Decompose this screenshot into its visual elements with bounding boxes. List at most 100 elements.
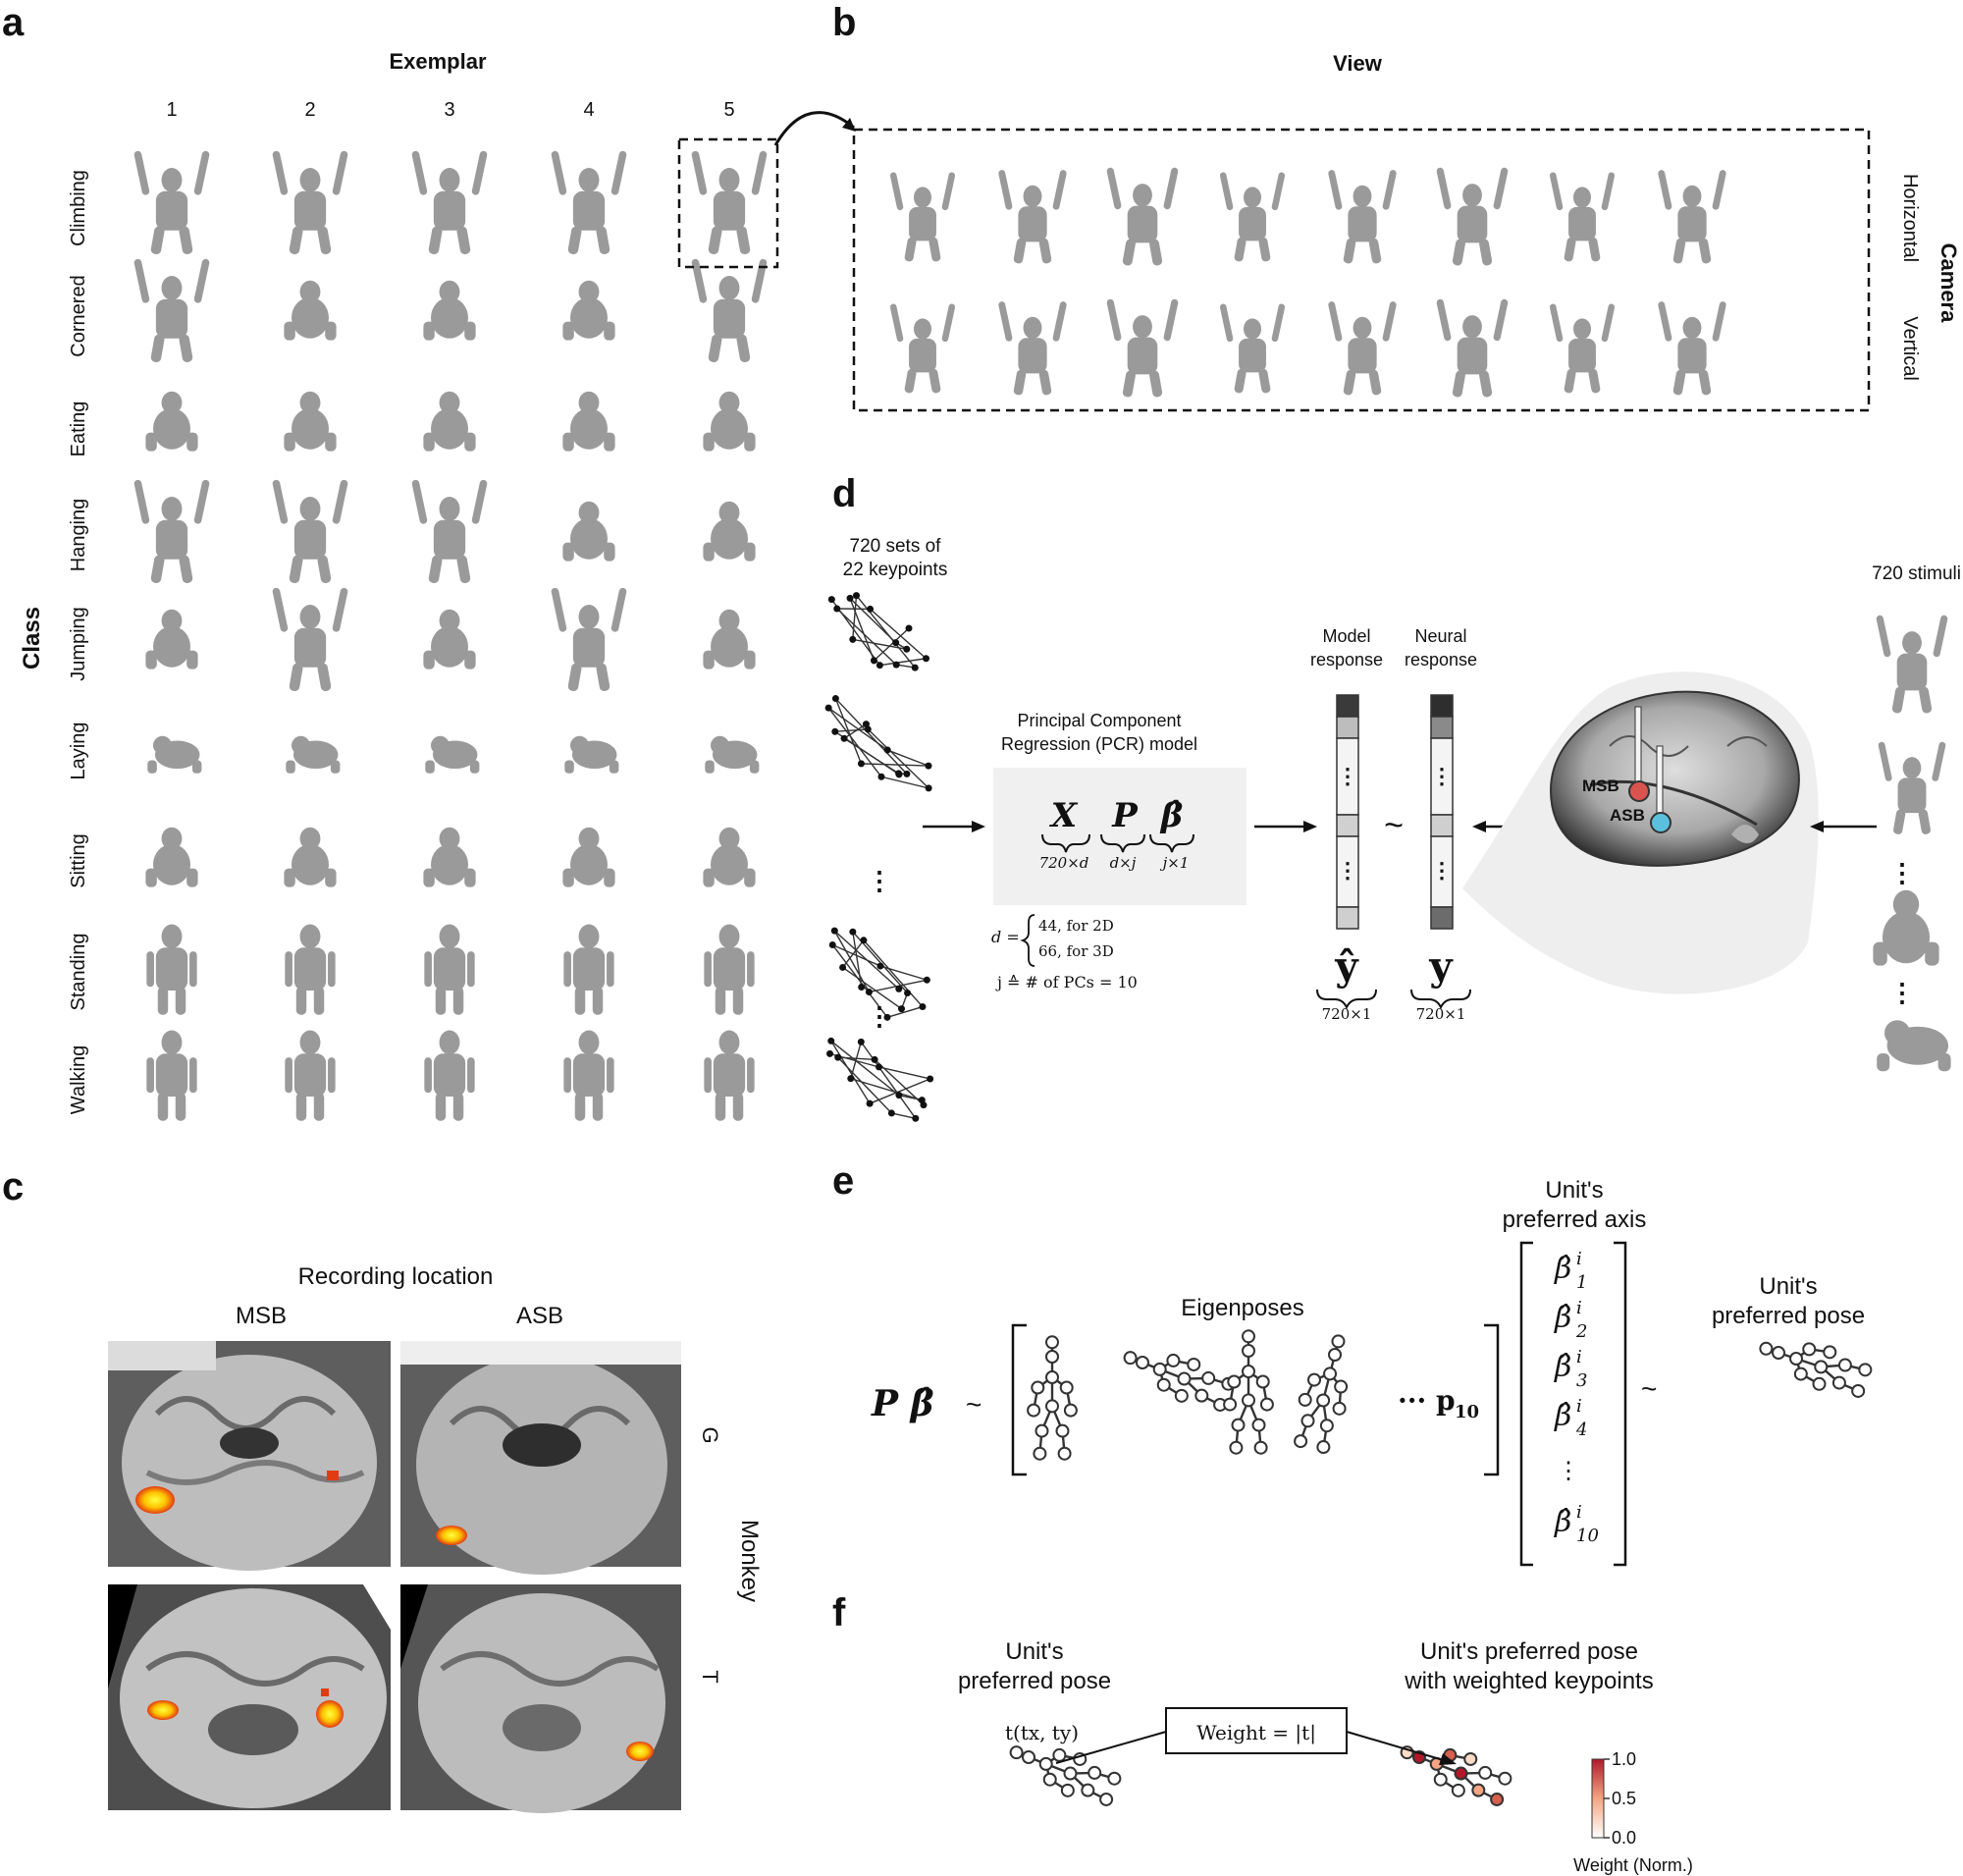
pose-keypoint bbox=[1060, 1783, 1075, 1797]
monkey-thumbnail bbox=[564, 735, 619, 774]
keypoint bbox=[875, 662, 883, 670]
dim-x: 720×d bbox=[1039, 854, 1089, 872]
beta-3-sub: 3 bbox=[1576, 1370, 1587, 1391]
monkey-thumbnail bbox=[410, 150, 489, 255]
pose-keypoint bbox=[1259, 1397, 1274, 1412]
eigenposes-title: Eigenposes bbox=[1181, 1295, 1303, 1321]
beta-10-sup: i bbox=[1576, 1502, 1582, 1523]
monkey-thumbnail bbox=[145, 609, 198, 670]
monkey-thumbnail bbox=[145, 827, 198, 887]
stimuli-ellipsis-1: ⋮ bbox=[1889, 858, 1915, 887]
pose-keypoint bbox=[1451, 1783, 1465, 1797]
pose-keypoint bbox=[1463, 1751, 1478, 1766]
pose-keypoint bbox=[1251, 1418, 1266, 1432]
skeleton-bone bbox=[869, 1078, 930, 1104]
y-hat-symbol: ŷ bbox=[1334, 943, 1359, 990]
preferred-pose-skeleton bbox=[1759, 1341, 1873, 1398]
skeleton-bone bbox=[886, 749, 929, 767]
class-title: Class bbox=[19, 607, 45, 670]
skeleton-bone bbox=[880, 776, 929, 789]
arrow-head bbox=[1810, 821, 1824, 832]
pose-keypoint bbox=[1298, 1392, 1312, 1407]
skeleton-bone bbox=[831, 943, 881, 967]
skeleton-bone bbox=[836, 608, 897, 666]
axis-title-line-1: Unit's bbox=[1545, 1177, 1603, 1204]
keypoint bbox=[831, 727, 839, 735]
skeleton-bone bbox=[833, 930, 871, 992]
exemplar-number-1: 1 bbox=[166, 99, 177, 121]
class-label-jumping: Jumping bbox=[68, 607, 89, 681]
pose-keypoint bbox=[1316, 1440, 1331, 1455]
f-left-title-line-1: Unit's bbox=[1005, 1638, 1063, 1665]
view-monkey-thumbnail bbox=[1436, 167, 1509, 267]
pose-keypoint bbox=[1253, 1440, 1268, 1455]
camera-row-vertical: Vertical bbox=[1899, 316, 1921, 381]
skeleton-bone bbox=[855, 595, 916, 669]
pose-keypoint bbox=[1242, 1365, 1255, 1378]
f-right-title-line-2: with weighted keypoints bbox=[1404, 1668, 1653, 1694]
pcr-title-line-1: Principal Component bbox=[1017, 711, 1181, 730]
mri-slice-t-msb bbox=[108, 1584, 391, 1810]
pose-keypoint bbox=[1177, 1371, 1192, 1386]
panel-label-b: b bbox=[832, 1, 856, 44]
view-monkey-thumbnail bbox=[1549, 302, 1616, 394]
pose-keypoint bbox=[1332, 1401, 1347, 1416]
curved-arrow bbox=[773, 111, 855, 146]
keypoint bbox=[858, 983, 866, 991]
colorbar-tick-1-0: 1.0 bbox=[1612, 1749, 1636, 1769]
eigenpose-skeletons bbox=[1027, 1329, 1349, 1461]
pose-keypoint bbox=[1490, 1792, 1505, 1806]
axis-bracket-right bbox=[1614, 1241, 1627, 1567]
monkey-thumbnail bbox=[285, 924, 336, 1015]
brace-x bbox=[1041, 833, 1090, 853]
colorbar-tick-0-5: 0.5 bbox=[1612, 1789, 1636, 1808]
pose-keypoint bbox=[1759, 1341, 1774, 1356]
keypoints-line-2: 22 keypoints bbox=[843, 560, 948, 580]
pose-keypoint bbox=[1471, 1783, 1486, 1797]
arrow-head bbox=[972, 821, 985, 832]
monkey-thumbnail bbox=[133, 258, 211, 363]
pose-keypoint bbox=[1831, 1375, 1846, 1390]
beta-1-sub: 1 bbox=[1576, 1272, 1587, 1293]
skeleton-bone bbox=[843, 724, 867, 739]
keypoint bbox=[857, 760, 865, 768]
exemplar-number-4: 4 bbox=[583, 99, 594, 121]
beta-vdots: ⋮ bbox=[1557, 1458, 1580, 1484]
monkey-thumbnail bbox=[271, 587, 349, 692]
pose-keypoint bbox=[1009, 1745, 1024, 1760]
keypoint bbox=[857, 1038, 865, 1045]
keypoint bbox=[883, 1013, 891, 1021]
monkey-thumbnail bbox=[563, 924, 614, 1015]
pose-keypoint bbox=[1823, 1345, 1837, 1360]
view-monkey-thumbnail bbox=[1106, 298, 1179, 399]
class-label-sitting: Sitting bbox=[68, 833, 89, 888]
camera-title: Camera bbox=[1936, 243, 1961, 323]
brace-yhat bbox=[1316, 989, 1377, 1010]
keypoint bbox=[923, 976, 930, 984]
pose-keypoint bbox=[1136, 1356, 1149, 1369]
monkey-thumbnail bbox=[284, 827, 337, 887]
monkey-thumbnail bbox=[705, 735, 760, 774]
monkey-thumbnail bbox=[424, 924, 475, 1015]
pose-keypoint bbox=[1081, 1783, 1095, 1797]
monkey-thumbnail bbox=[425, 735, 480, 774]
keypoint bbox=[864, 725, 872, 733]
pose-keypoint bbox=[1194, 1388, 1209, 1403]
model-response-vector bbox=[1336, 694, 1359, 930]
pose-keypoint bbox=[1059, 1380, 1074, 1395]
pose-keypoint bbox=[1229, 1440, 1244, 1455]
monkey-thumbnail bbox=[562, 391, 615, 452]
model-vector-dots-1: ⋮ bbox=[1337, 764, 1358, 788]
msb-marker-label: MSB bbox=[1582, 777, 1619, 795]
skeleton-bone bbox=[830, 1040, 871, 1104]
pose-keypoint bbox=[1498, 1771, 1512, 1786]
keypoint bbox=[887, 1109, 895, 1117]
keypoint bbox=[828, 940, 836, 948]
skeleton-bone bbox=[852, 595, 858, 640]
pose-keypoint bbox=[1123, 1351, 1138, 1366]
monkey-thumbnail bbox=[284, 391, 337, 452]
keypoint bbox=[830, 927, 838, 935]
stimuli-title: 720 stimuli bbox=[1872, 563, 1961, 584]
class-label-walking: Walking bbox=[68, 1045, 89, 1114]
